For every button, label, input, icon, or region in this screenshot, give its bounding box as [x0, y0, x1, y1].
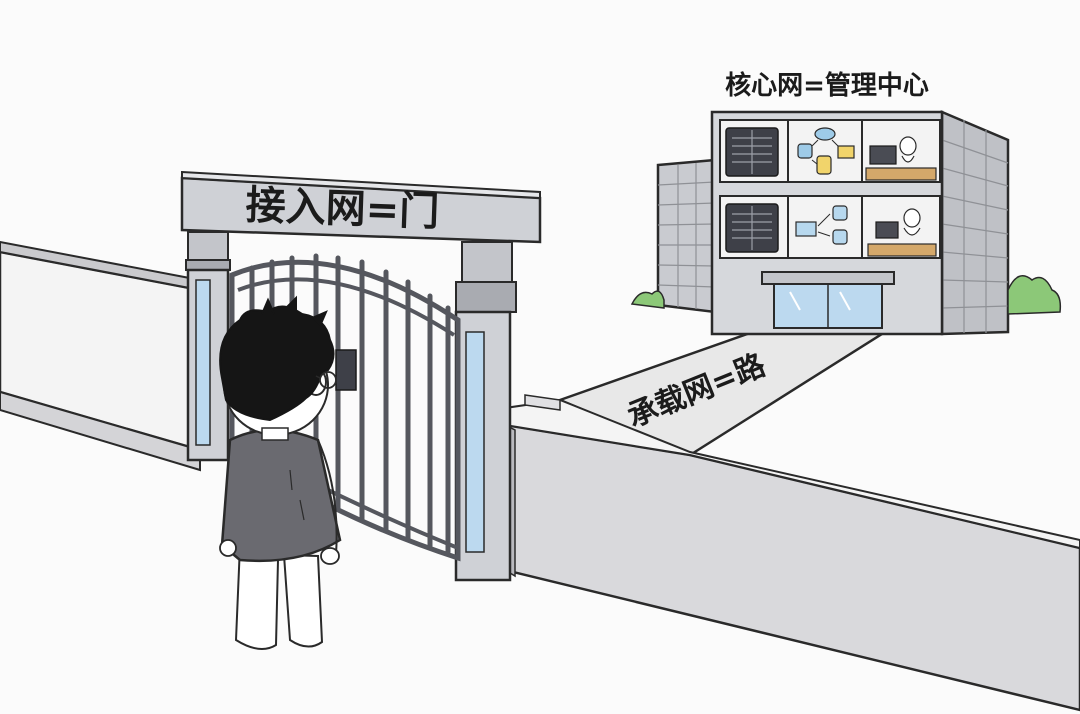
access-network-label: 接入网=门 [245, 183, 440, 236]
bush-right [1007, 275, 1062, 315]
server-icon [725, 127, 779, 177]
core-network-label: 核心网=管理中心 [725, 70, 929, 101]
bush-left [630, 290, 665, 309]
person-icon [899, 136, 917, 163]
monitor-icon [865, 145, 937, 181]
hair [219, 305, 335, 422]
person-icon [903, 208, 921, 236]
boy-character [219, 295, 342, 650]
cloud-database-icon [797, 127, 855, 175]
cloud-database-icon [795, 205, 848, 245]
server-icon [725, 203, 779, 253]
gate-lock [335, 349, 357, 391]
monitor-icon [867, 221, 937, 257]
left-wall [0, 240, 202, 472]
core-building [656, 110, 1010, 336]
